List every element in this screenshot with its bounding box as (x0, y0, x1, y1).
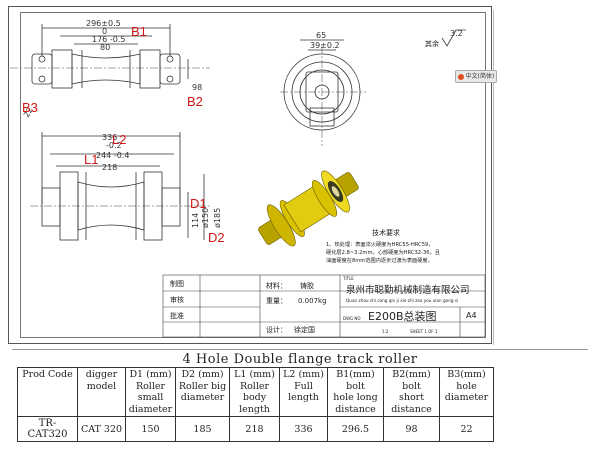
dim-80-value: 80 (100, 43, 110, 52)
callout-l1: L1 (84, 152, 98, 167)
tb-sheet: SHEET 1 OF 1 (410, 329, 438, 334)
dim-22-value: 22 (22, 106, 35, 119)
tb-approve-label: 批准 (170, 311, 184, 320)
callout-b1: B1 (131, 24, 147, 39)
callout-b2: B2 (187, 94, 203, 109)
cell-b2: 98 (383, 416, 440, 442)
roughness-icon (441, 29, 466, 47)
roughness-value: 3.2 (450, 29, 463, 38)
tb-dwg-no-label: DWG NO (343, 316, 361, 321)
roller-3d-render (258, 170, 359, 247)
tb-material-value: 铸胶 (300, 281, 314, 290)
callout-d1: D1 (190, 196, 207, 211)
engineering-drawing: 296±0.5 0 176 -0.5 80 98 22 B1 B2 B3 336… (10, 19, 486, 338)
dim-65-value: 65 (316, 31, 326, 40)
cell-b3: 22 (439, 416, 494, 442)
surface-note: 其余 (425, 39, 439, 48)
tb-check-label: 审核 (170, 295, 184, 304)
tech-line-2: 硬化层2.8~3.2mm，心部硬度为HRC32-36，且 (326, 248, 440, 256)
side-view (280, 39, 366, 146)
col-header-prod-code: Prod Code (17, 367, 78, 417)
cell-d2: 185 (175, 416, 230, 442)
tb-weight-label: 重量： (266, 297, 287, 305)
table-row: TR-CAT320 CAT 320 150 185 218 336 296.5 … (17, 416, 494, 442)
translate-badge-label: 中文(简体) (465, 73, 495, 80)
cell-prod-code: TR-CAT320 (17, 416, 78, 442)
tb-designer-value: 徐定国 (294, 325, 315, 334)
dim-98-value: 98 (192, 83, 202, 92)
tb-title-header: TITLE (342, 276, 354, 281)
dim-b1-value: 296±0.5 (86, 19, 121, 28)
dim-39-value: 39±0.2 (310, 41, 340, 50)
tech-title: 技术要求 (372, 228, 400, 237)
dim-244-value: 244 -0.4 (96, 151, 129, 160)
dim-114-value: 114 (191, 213, 200, 228)
translate-badge[interactable]: 中文(简体) (455, 70, 497, 83)
dim-336-tol: -0.2 (106, 141, 122, 150)
cell-digger-model: CAT 320 (77, 416, 126, 442)
translate-icon (457, 73, 464, 80)
drawing-edge-line (493, 10, 494, 345)
cell-d1: 150 (125, 416, 176, 442)
tb-company-pinyin: Quan zhou shi cong qin ji xie zhi zao yo… (346, 298, 458, 303)
cell-b1: 296.5 (327, 416, 384, 442)
tb-design-label: 设计： (266, 325, 287, 334)
table-caption: 4 Hole Double flange track roller (182, 352, 418, 367)
dim-150-value: ø150 (201, 208, 210, 228)
top-view (10, 24, 210, 89)
front-view (30, 132, 210, 241)
dim-336-value: 336 (102, 133, 117, 142)
dim-176-value: 176 -0.5 (92, 35, 125, 44)
tb-company-cn: 泉州市聪勤机械制造有限公司 (346, 284, 470, 296)
tb-paper-size: A4 (466, 311, 477, 320)
dim-185-value: ø185 (213, 208, 222, 228)
tb-weight-value: 0.007kg (298, 297, 327, 305)
cell-l2: 336 (279, 416, 328, 442)
caption-divider (12, 349, 588, 350)
callout-l2: L2 (112, 132, 126, 147)
dim-zero-value: 0 (102, 27, 107, 36)
drawing-inner-frame (20, 12, 486, 338)
tb-drawn-label: 制图 (170, 279, 184, 288)
drawing-frame (8, 6, 492, 344)
cell-l1: 218 (229, 416, 280, 442)
tech-line-3: 油面硬度在8mm范围内逐步过渡为表面硬度。 (326, 256, 433, 264)
tb-material-label: 材料： (266, 281, 287, 290)
callout-b3: B3 (22, 100, 38, 115)
tb-drawing-name: E200B总装图 (368, 309, 437, 323)
dim-218-value: 218 (102, 163, 117, 172)
title-block (162, 274, 486, 338)
callout-d2: D2 (208, 230, 225, 245)
tb-scale: 1:2 (382, 329, 389, 334)
tech-line-1: 1、热处理：表面淬火硬度为HRC55-HRC59， (326, 240, 434, 248)
